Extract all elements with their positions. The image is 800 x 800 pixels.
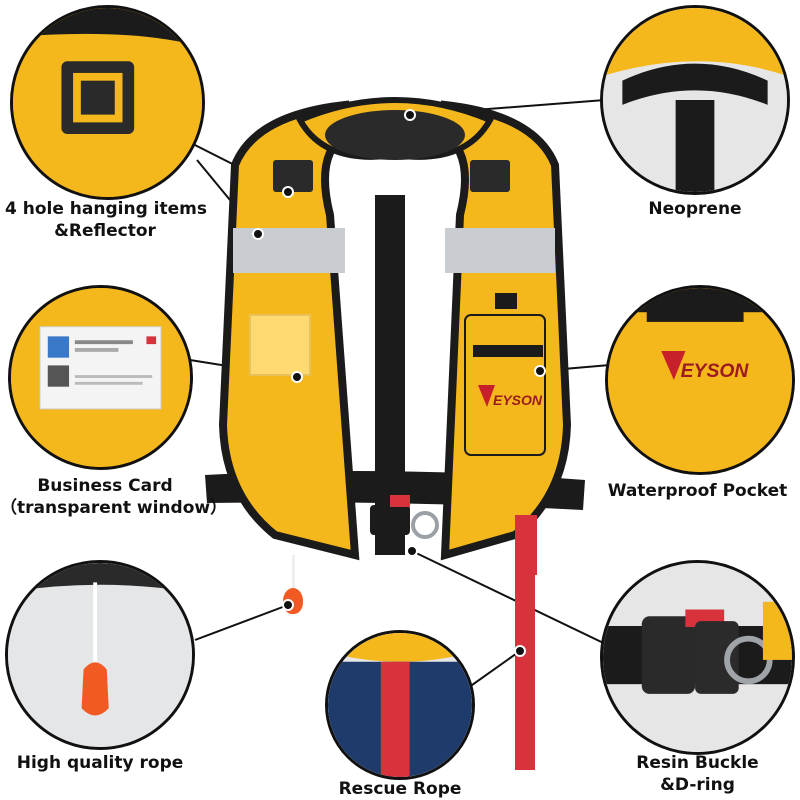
label-waterproof-pocket: Waterproof Pocket — [600, 480, 795, 502]
pull-cord — [292, 555, 295, 595]
buckle-detail — [603, 563, 792, 752]
label-buckle-line2: &D-ring — [660, 775, 735, 795]
marker-dot-reflector — [252, 228, 264, 240]
label-rope-line1: High quality rope — [16, 753, 184, 773]
neoprene-detail — [603, 8, 787, 192]
rope-detail — [8, 563, 192, 747]
label-pocket-line1: Waterproof Pocket — [607, 481, 788, 501]
marker-dot-rope — [282, 599, 294, 611]
pocket-logo-text: EYSON — [681, 360, 750, 382]
rescue-detail — [328, 633, 472, 777]
rescue-rope-strap — [515, 575, 535, 770]
business-card-detail — [11, 288, 190, 467]
pocket-detail: EYSON — [608, 288, 792, 472]
detail-circle-neoprene — [600, 5, 790, 195]
detail-circle-buckle — [600, 560, 795, 755]
life-vest-image: EYSON — [205, 97, 585, 575]
marker-dot-hanging — [282, 186, 294, 198]
label-neoprene: Neoprene — [600, 198, 790, 220]
marker-dot-pocket — [534, 365, 546, 377]
label-rescue-line1: Rescue Rope — [338, 779, 462, 799]
marker-dot-buckle — [406, 545, 418, 557]
hanging-square-detail — [13, 8, 202, 197]
marker-dot-rescue — [514, 645, 526, 657]
label-hanging-line2: &Reflector — [54, 221, 156, 241]
brand-logo-text: EYSON — [493, 392, 543, 408]
label-buckle-line1: Resin Buckle — [636, 753, 759, 773]
detail-circle-rescue — [325, 630, 475, 780]
marker-dot-neoprene — [404, 109, 416, 121]
marker-dot-card — [291, 371, 303, 383]
label-business-card: Business Card （transparent window） — [0, 475, 228, 519]
label-hanging-line1: 4 hole hanging items — [5, 199, 207, 219]
detail-circle-pocket: EYSON — [605, 285, 795, 475]
detail-circle-business-card — [8, 285, 193, 470]
label-buckle: Resin Buckle &D-ring — [600, 752, 795, 796]
label-business-line1: Business Card — [37, 476, 173, 496]
label-rope: High quality rope — [5, 752, 195, 774]
detail-circle-rope — [5, 560, 195, 750]
label-neoprene-line1: Neoprene — [648, 199, 742, 219]
label-hanging-items: 4 hole hanging items &Reflector — [5, 198, 207, 242]
detail-circle-hanging — [10, 5, 205, 200]
label-rescue-rope: Rescue Rope — [325, 778, 475, 800]
label-business-line2: （transparent window） — [0, 498, 228, 518]
